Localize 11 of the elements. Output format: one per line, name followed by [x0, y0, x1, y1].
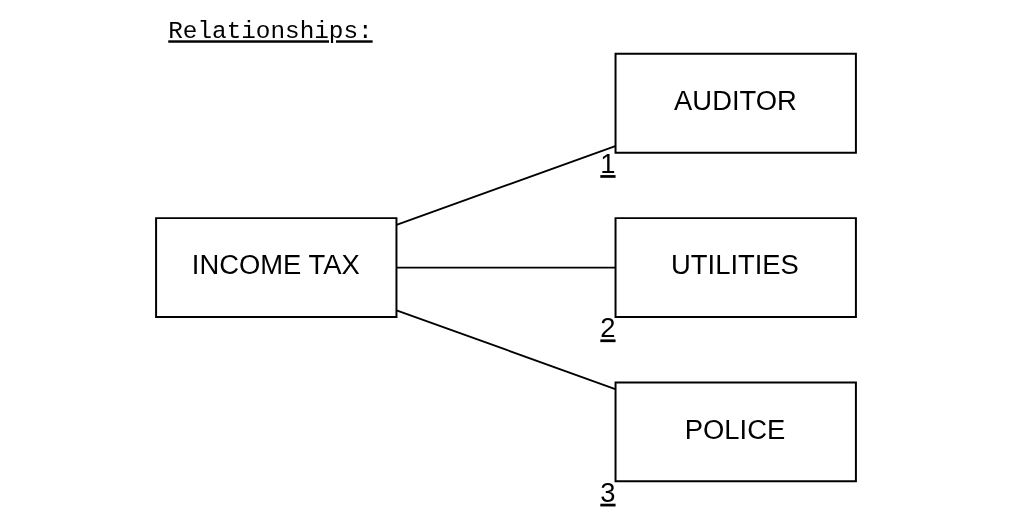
node-label: 3	[599, 476, 616, 508]
node-box: AUDITOR	[614, 52, 857, 154]
connector	[395, 145, 616, 226]
node-box: UTILITIES	[614, 217, 857, 318]
connector	[395, 266, 616, 269]
node-label: 1	[599, 148, 616, 180]
diagram-title: Relationships:	[167, 18, 373, 46]
connector	[395, 309, 616, 390]
node-box: INCOME TAX	[154, 217, 397, 318]
node-box: POLICE	[614, 381, 857, 483]
node-label: 2	[599, 312, 616, 344]
